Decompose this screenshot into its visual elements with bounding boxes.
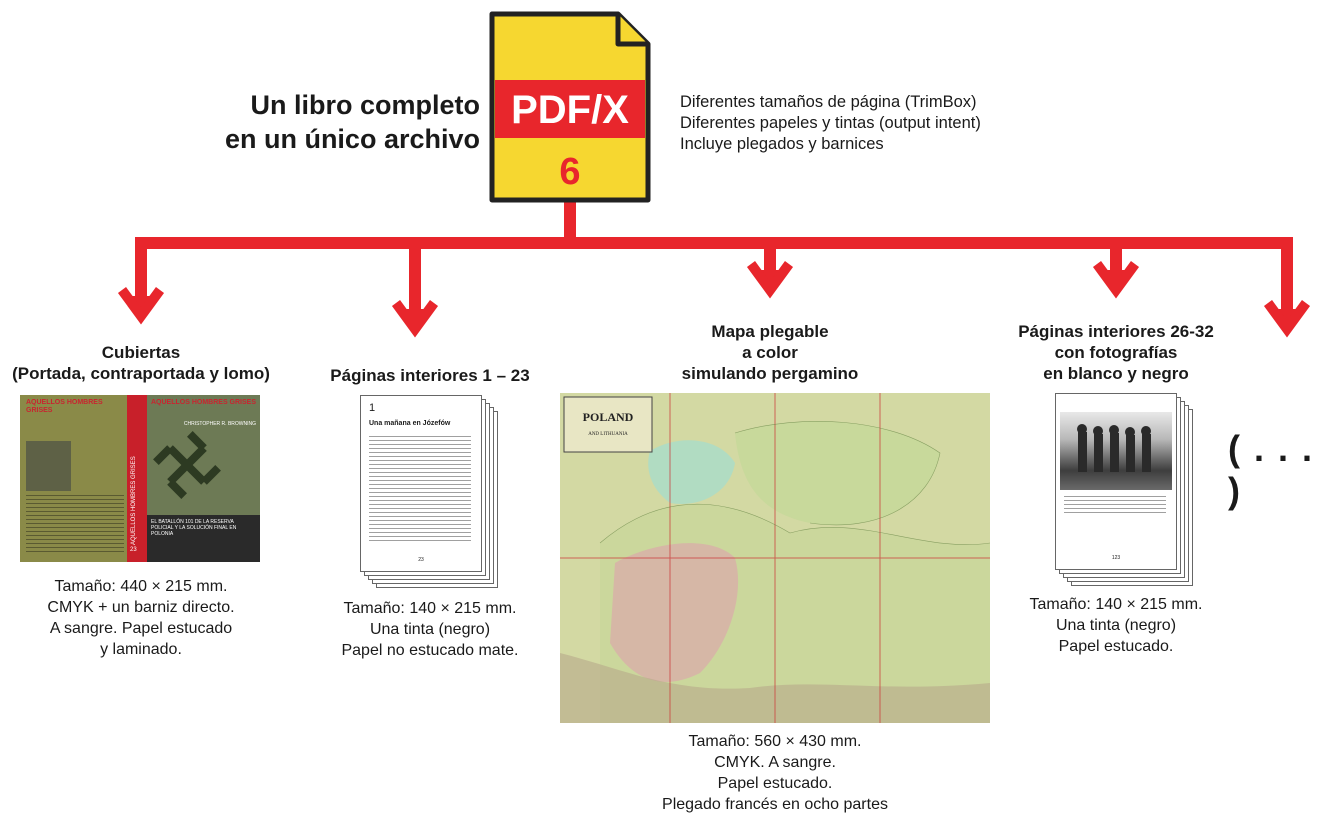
interior-photos-page-stack: 123 bbox=[1055, 393, 1193, 588]
map-detail: Papel estucado. bbox=[717, 775, 833, 792]
cover-front-title: AQUELLOS HOMBRES GRISES bbox=[151, 399, 257, 406]
interior-text-heading-line: Páginas interiores 1 – 23 bbox=[330, 366, 530, 385]
headline: Un libro completo en un único archivo bbox=[150, 88, 480, 156]
cover-spine-text: AQUELLOS HOMBRES GRISES bbox=[131, 456, 137, 545]
page-body-text bbox=[369, 436, 471, 544]
bw-photo bbox=[1060, 412, 1172, 490]
cover-back-text bbox=[26, 495, 124, 555]
interior-text-page-stack: 1 Una mañana en Józefów 23 bbox=[360, 395, 498, 590]
page-folio: 123 bbox=[1111, 555, 1121, 561]
map-heading: Mapa plegable a color simulando pergamin… bbox=[640, 321, 900, 384]
interior-photos-detail: Tamaño: 140 × 215 mm. bbox=[1029, 596, 1203, 613]
cover-detail: A sangre. Papel estucado bbox=[49, 620, 233, 637]
headline-line-1: Un libro completo bbox=[250, 90, 481, 120]
interior-photos-heading-line: en blanco y negro bbox=[1043, 364, 1189, 383]
cover-heading-line: Cubiertas bbox=[101, 343, 181, 362]
cover-detail: Tamaño: 440 × 215 mm. bbox=[54, 578, 228, 595]
interior-photos-heading: Páginas interiores 26-32 con fotografías… bbox=[990, 321, 1242, 384]
swastika-graphic bbox=[153, 431, 221, 499]
headline-line-2: en un único archivo bbox=[224, 124, 480, 154]
pdfx-label: PDF/X bbox=[511, 88, 629, 132]
interior-text-detail: Tamaño: 140 × 215 mm. bbox=[343, 600, 517, 617]
map-artwork: POLAND AND LITHUANIA bbox=[560, 393, 990, 723]
chapter-number: 1 bbox=[369, 402, 376, 414]
map-cartouche-title: POLAND bbox=[583, 410, 634, 424]
arrow-more bbox=[1263, 300, 1311, 338]
cover-heading: Cubiertas (Portada, contraportada y lomo… bbox=[0, 342, 282, 384]
cover-spine bbox=[127, 395, 147, 562]
interior-text-detail: Papel no estucado mate. bbox=[341, 642, 519, 659]
interior-photos-detail: Papel estucado. bbox=[1058, 638, 1174, 655]
interior-photos-detail: Una tinta (negro) bbox=[1055, 617, 1177, 634]
cover-thumbnail: AQUELLOS HOMBRES GRISES AQUELLOS HOMBRES… bbox=[20, 395, 260, 562]
interior-text-details: Tamaño: 140 × 215 mm. Una tinta (negro) … bbox=[300, 598, 560, 661]
cover-front-subtitle: EL BATALLÓN 101 DE LA RESERVA POLICIAL Y… bbox=[151, 519, 237, 537]
arrow-interior-text bbox=[391, 300, 439, 338]
chapter-title: Una mañana en Józefów bbox=[369, 420, 451, 427]
cover-back-title: AQUELLOS HOMBRES GRISES bbox=[26, 399, 124, 415]
page-folio: 23 bbox=[418, 557, 424, 563]
cover-detail: y laminado. bbox=[100, 641, 182, 658]
cover-heading-line: (Portada, contraportada y lomo) bbox=[12, 364, 270, 383]
map-cartouche bbox=[563, 396, 653, 453]
cover-back-title-text: AQUELLOS HOMBRES GRISES bbox=[26, 399, 103, 414]
feature-item: Diferentes tamaños de página (TrimBox) bbox=[680, 93, 977, 111]
photo-caption-text bbox=[1064, 496, 1166, 516]
cover-back-photo bbox=[26, 441, 71, 491]
arrow-map bbox=[746, 261, 794, 299]
map-detail: Tamaño: 560 × 430 mm. bbox=[688, 733, 862, 750]
connector-lines bbox=[135, 200, 1293, 315]
page-sheet-front: 1 Una mañana en Józefów 23 bbox=[360, 395, 482, 572]
feature-item: Diferentes papeles y tintas (output inte… bbox=[680, 114, 981, 132]
cover-front-band bbox=[147, 515, 260, 562]
interior-photos-details: Tamaño: 140 × 215 mm. Una tinta (negro) … bbox=[990, 594, 1242, 657]
cover-details: Tamaño: 440 × 215 mm. CMYK + un barniz d… bbox=[0, 576, 282, 660]
map-heading-line: a color bbox=[742, 343, 798, 362]
pdfx-version: 6 bbox=[559, 151, 580, 193]
interior-photos-heading-line: con fotografías bbox=[1054, 343, 1178, 362]
map-heading-line: Mapa plegable bbox=[711, 322, 829, 341]
map-details: Tamaño: 560 × 430 mm. CMYK. A sangre. Pa… bbox=[620, 731, 930, 815]
cover-spine-number: 23 bbox=[130, 547, 137, 553]
feature-item: Incluye plegados y barnices bbox=[680, 135, 884, 153]
interior-photos-heading-line: Páginas interiores 26-32 bbox=[1018, 322, 1214, 341]
map-cartouche-subtitle: AND LITHUANIA bbox=[588, 432, 628, 437]
page-sheet-front: 123 bbox=[1055, 393, 1177, 570]
arrow-interior-photos bbox=[1092, 261, 1140, 299]
cover-detail: CMYK + un barniz directo. bbox=[47, 599, 235, 616]
map-heading-line: simulando pergamino bbox=[681, 364, 859, 383]
feature-list: Diferentes tamaños de página (TrimBox) D… bbox=[680, 92, 981, 155]
map-region-pink bbox=[610, 543, 739, 682]
more-ellipsis: ( . . . ) bbox=[1228, 428, 1314, 511]
soldiers-photo-figures bbox=[1077, 424, 1151, 472]
interior-text-heading: Páginas interiores 1 – 23 bbox=[300, 365, 560, 386]
pdfx-red-band bbox=[495, 80, 645, 138]
cover-author: CHRISTOPHER R. BROWNING bbox=[183, 421, 256, 427]
map-thumbnail: POLAND AND LITHUANIA bbox=[560, 393, 990, 723]
pdfx-file-icon: PDF/X 6 bbox=[489, 11, 651, 203]
arrow-cover bbox=[117, 287, 165, 325]
map-detail: Plegado francés en ocho partes bbox=[662, 796, 888, 813]
map-detail: CMYK. A sangre. bbox=[714, 754, 836, 771]
interior-text-detail: Una tinta (negro) bbox=[369, 621, 491, 638]
